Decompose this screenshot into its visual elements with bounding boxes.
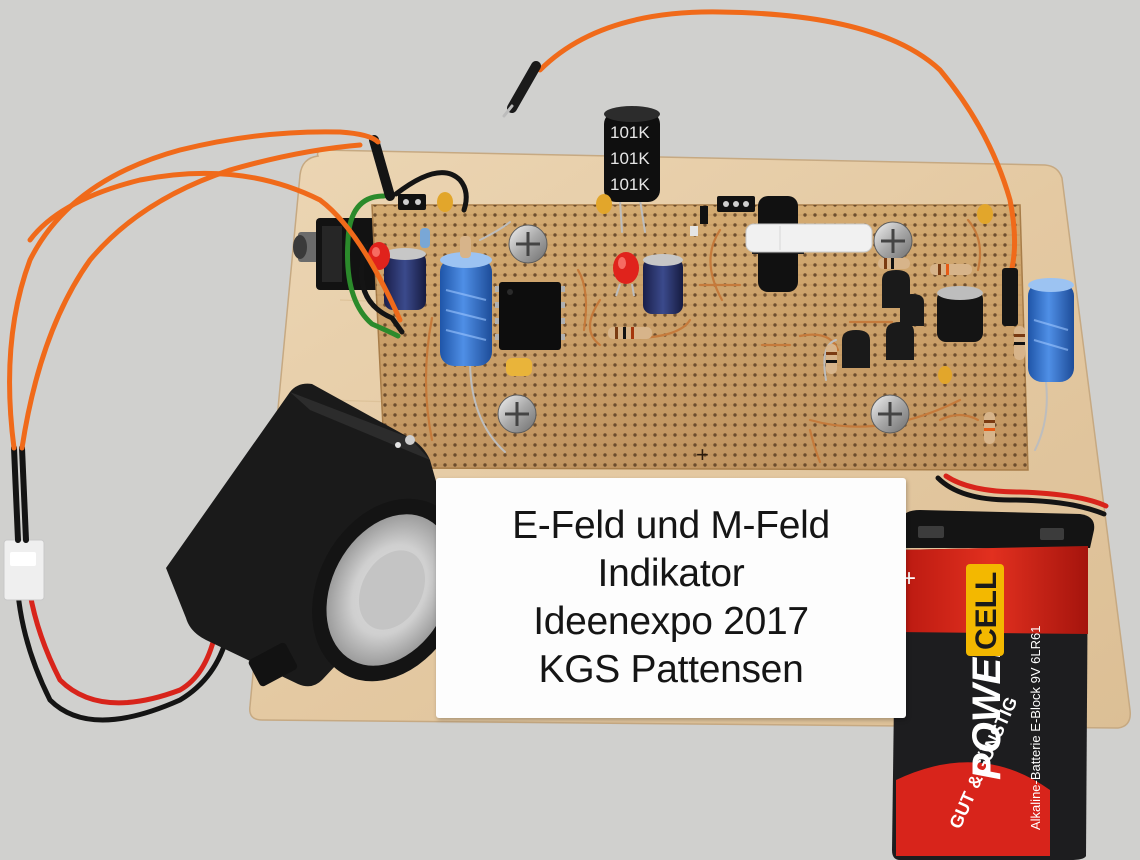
black-wires [359, 135, 469, 335]
inductor-marking-3: 101K [610, 175, 650, 194]
inductor-coil: 101K 101K 101K [604, 106, 660, 202]
battery-description: Alkaline-Batterie E-Block 9V 6LR61 [1028, 626, 1043, 831]
speaker-wires [3, 445, 235, 723]
orange-jumper-wires [7, 9, 1018, 451]
inductor-marking-1: 101K [610, 123, 650, 142]
electrolytic-capacitor-small-1 [384, 248, 426, 310]
electrolytic-capacitor-large-left [440, 252, 492, 366]
inductor-marking-2: 101K [610, 149, 650, 168]
electrolytic-capacitor-small-3 [937, 286, 983, 342]
info-sign: E-Feld und M-Feld Indikator Ideenexpo 20… [436, 478, 906, 718]
speaker [166, 383, 468, 687]
resistors [420, 228, 1025, 444]
pin-header-left [398, 194, 426, 210]
sign-school: KGS Pattensen [538, 648, 804, 691]
transistor-4 [900, 294, 924, 326]
svg-text:+: + [696, 442, 709, 467]
electrolytic-capacitor-large-right [1028, 278, 1074, 382]
mounting-screw-bottom-right [870, 394, 910, 434]
ceramic-capacitors [437, 192, 993, 384]
component-leads [469, 199, 1048, 453]
sign-event: Ideenexpo 2017 [533, 600, 809, 643]
mounting-screw-top-right [873, 221, 913, 261]
sign-title: E-Feld und M-Feld [512, 504, 830, 547]
stripboard-pcb: + [371, 204, 1029, 471]
sign-subtitle: Indikator [597, 552, 745, 595]
battery-brand-suffix: CELL [970, 572, 1003, 650]
electrolytic-capacitor-small-2 [643, 254, 683, 314]
green-wire [345, 193, 401, 339]
transistor-2 [886, 322, 914, 360]
battery-9v: + POWER CELL Alkaline-Batterie E-Block 9… [892, 510, 1095, 860]
battery-wires [935, 473, 1109, 517]
mounting-screw-bottom-left [497, 394, 537, 434]
mounting-screw-top-left [508, 224, 548, 264]
transistor-3 [842, 330, 870, 368]
red-led-center [613, 252, 639, 297]
potentiometer-shaft [745, 223, 873, 253]
pin-header-center [717, 196, 755, 212]
ic-chip [495, 282, 565, 350]
